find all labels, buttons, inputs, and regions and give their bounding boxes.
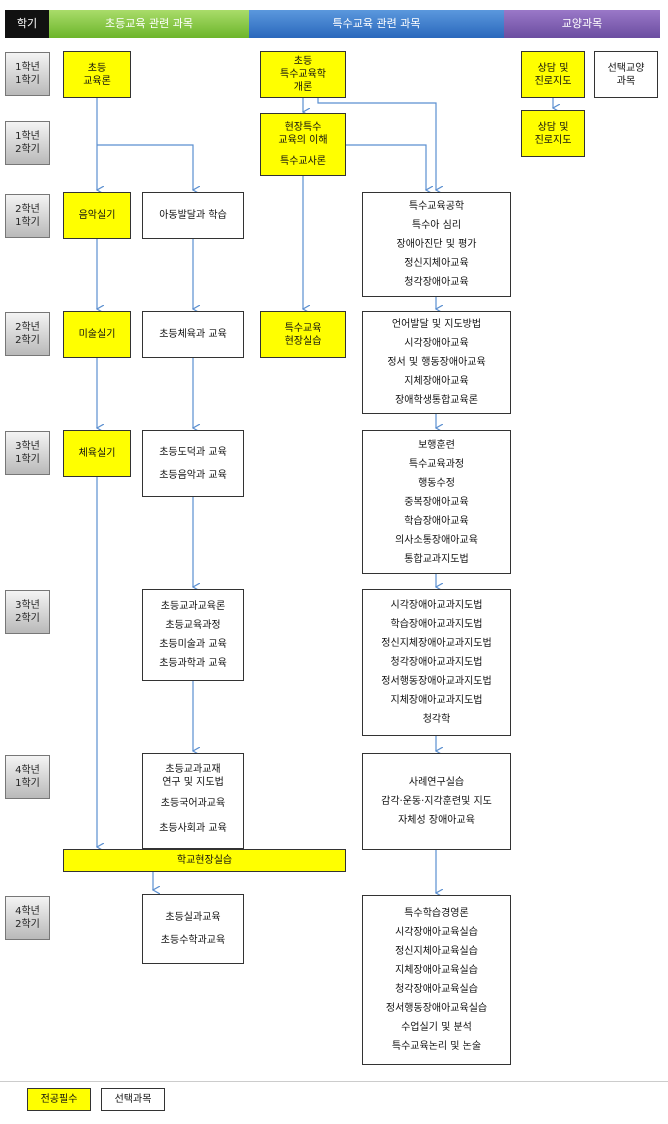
course-elementary-materials: 초등교과교재 연구 및 지도법 초등국어과교육 초등사회과 교육	[142, 753, 244, 849]
course-music-practice: 음악실기	[63, 192, 131, 239]
course-elementary-curriculum: 초등교과교육론 초등교육과정 초등미술과 교육 초등과학과 교육	[142, 589, 244, 681]
course-child-development: 아동발달과 학습	[142, 192, 244, 239]
legend-required: 전공필수	[27, 1088, 91, 1111]
legend-divider	[0, 1081, 668, 1082]
course-counseling-2: 상담 및 진로지도	[521, 110, 585, 157]
course-special-y2t1: 특수교육공학 특수아 심리 장애아진단 및 평가 정신지체아교육 청각장애아교육	[362, 192, 511, 297]
course-school-field-practice: 학교현장실습	[63, 849, 346, 872]
course-special-y3t2: 시각장애아교과지도법 학습장애아교과지도법 정신지체장애아교과지도법 청각장애아…	[362, 589, 511, 736]
course-art-practice: 미술실기	[63, 311, 131, 358]
course-special-y3t1: 보행훈련 특수교육과정 행동수정 중복장애아교육 학습장애아교육 의사소통장애아…	[362, 430, 511, 574]
course-special-field-understanding: 현장특수 교육의 이해 특수교사론	[260, 113, 346, 176]
course-special-y4t1: 사례연구실습 감각·운동·지각훈련및 지도 자체성 장애아교육	[362, 753, 511, 850]
legend-elective: 선택과목	[101, 1088, 165, 1111]
header-general: 교양과목	[504, 10, 660, 38]
course-special-field-practice: 특수교육 현장실습	[260, 311, 346, 358]
course-counseling-1: 상담 및 진로지도	[521, 51, 585, 98]
course-elementary-pe: 초등체육과 교육	[142, 311, 244, 358]
course-elementary-moral-music: 초등도덕과 교육 초등음악과 교육	[142, 430, 244, 497]
course-elective-general: 선택교양 과목	[594, 51, 658, 98]
course-special-education-intro: 초등 특수교육학 개론	[260, 51, 346, 98]
course-elementary-final: 초등실과교육 초등수학과교육	[142, 894, 244, 964]
header-special: 특수교육 관련 과목	[249, 10, 504, 38]
header-elementary: 초등교육 관련 과목	[49, 10, 249, 38]
course-special-y4t2: 특수학습경영론 시각장애아교육실습 정신지체아교육실습 지체장애아교육실습 청각…	[362, 895, 511, 1065]
header-term: 학기	[5, 10, 49, 38]
course-elementary-education-theory: 초등 교육론	[63, 51, 131, 98]
course-pe-practice: 체육실기	[63, 430, 131, 477]
course-special-y2t2: 언어발달 및 지도방법 시각장애아교육 정서 및 행동장애아교육 지체장애아교육…	[362, 311, 511, 414]
